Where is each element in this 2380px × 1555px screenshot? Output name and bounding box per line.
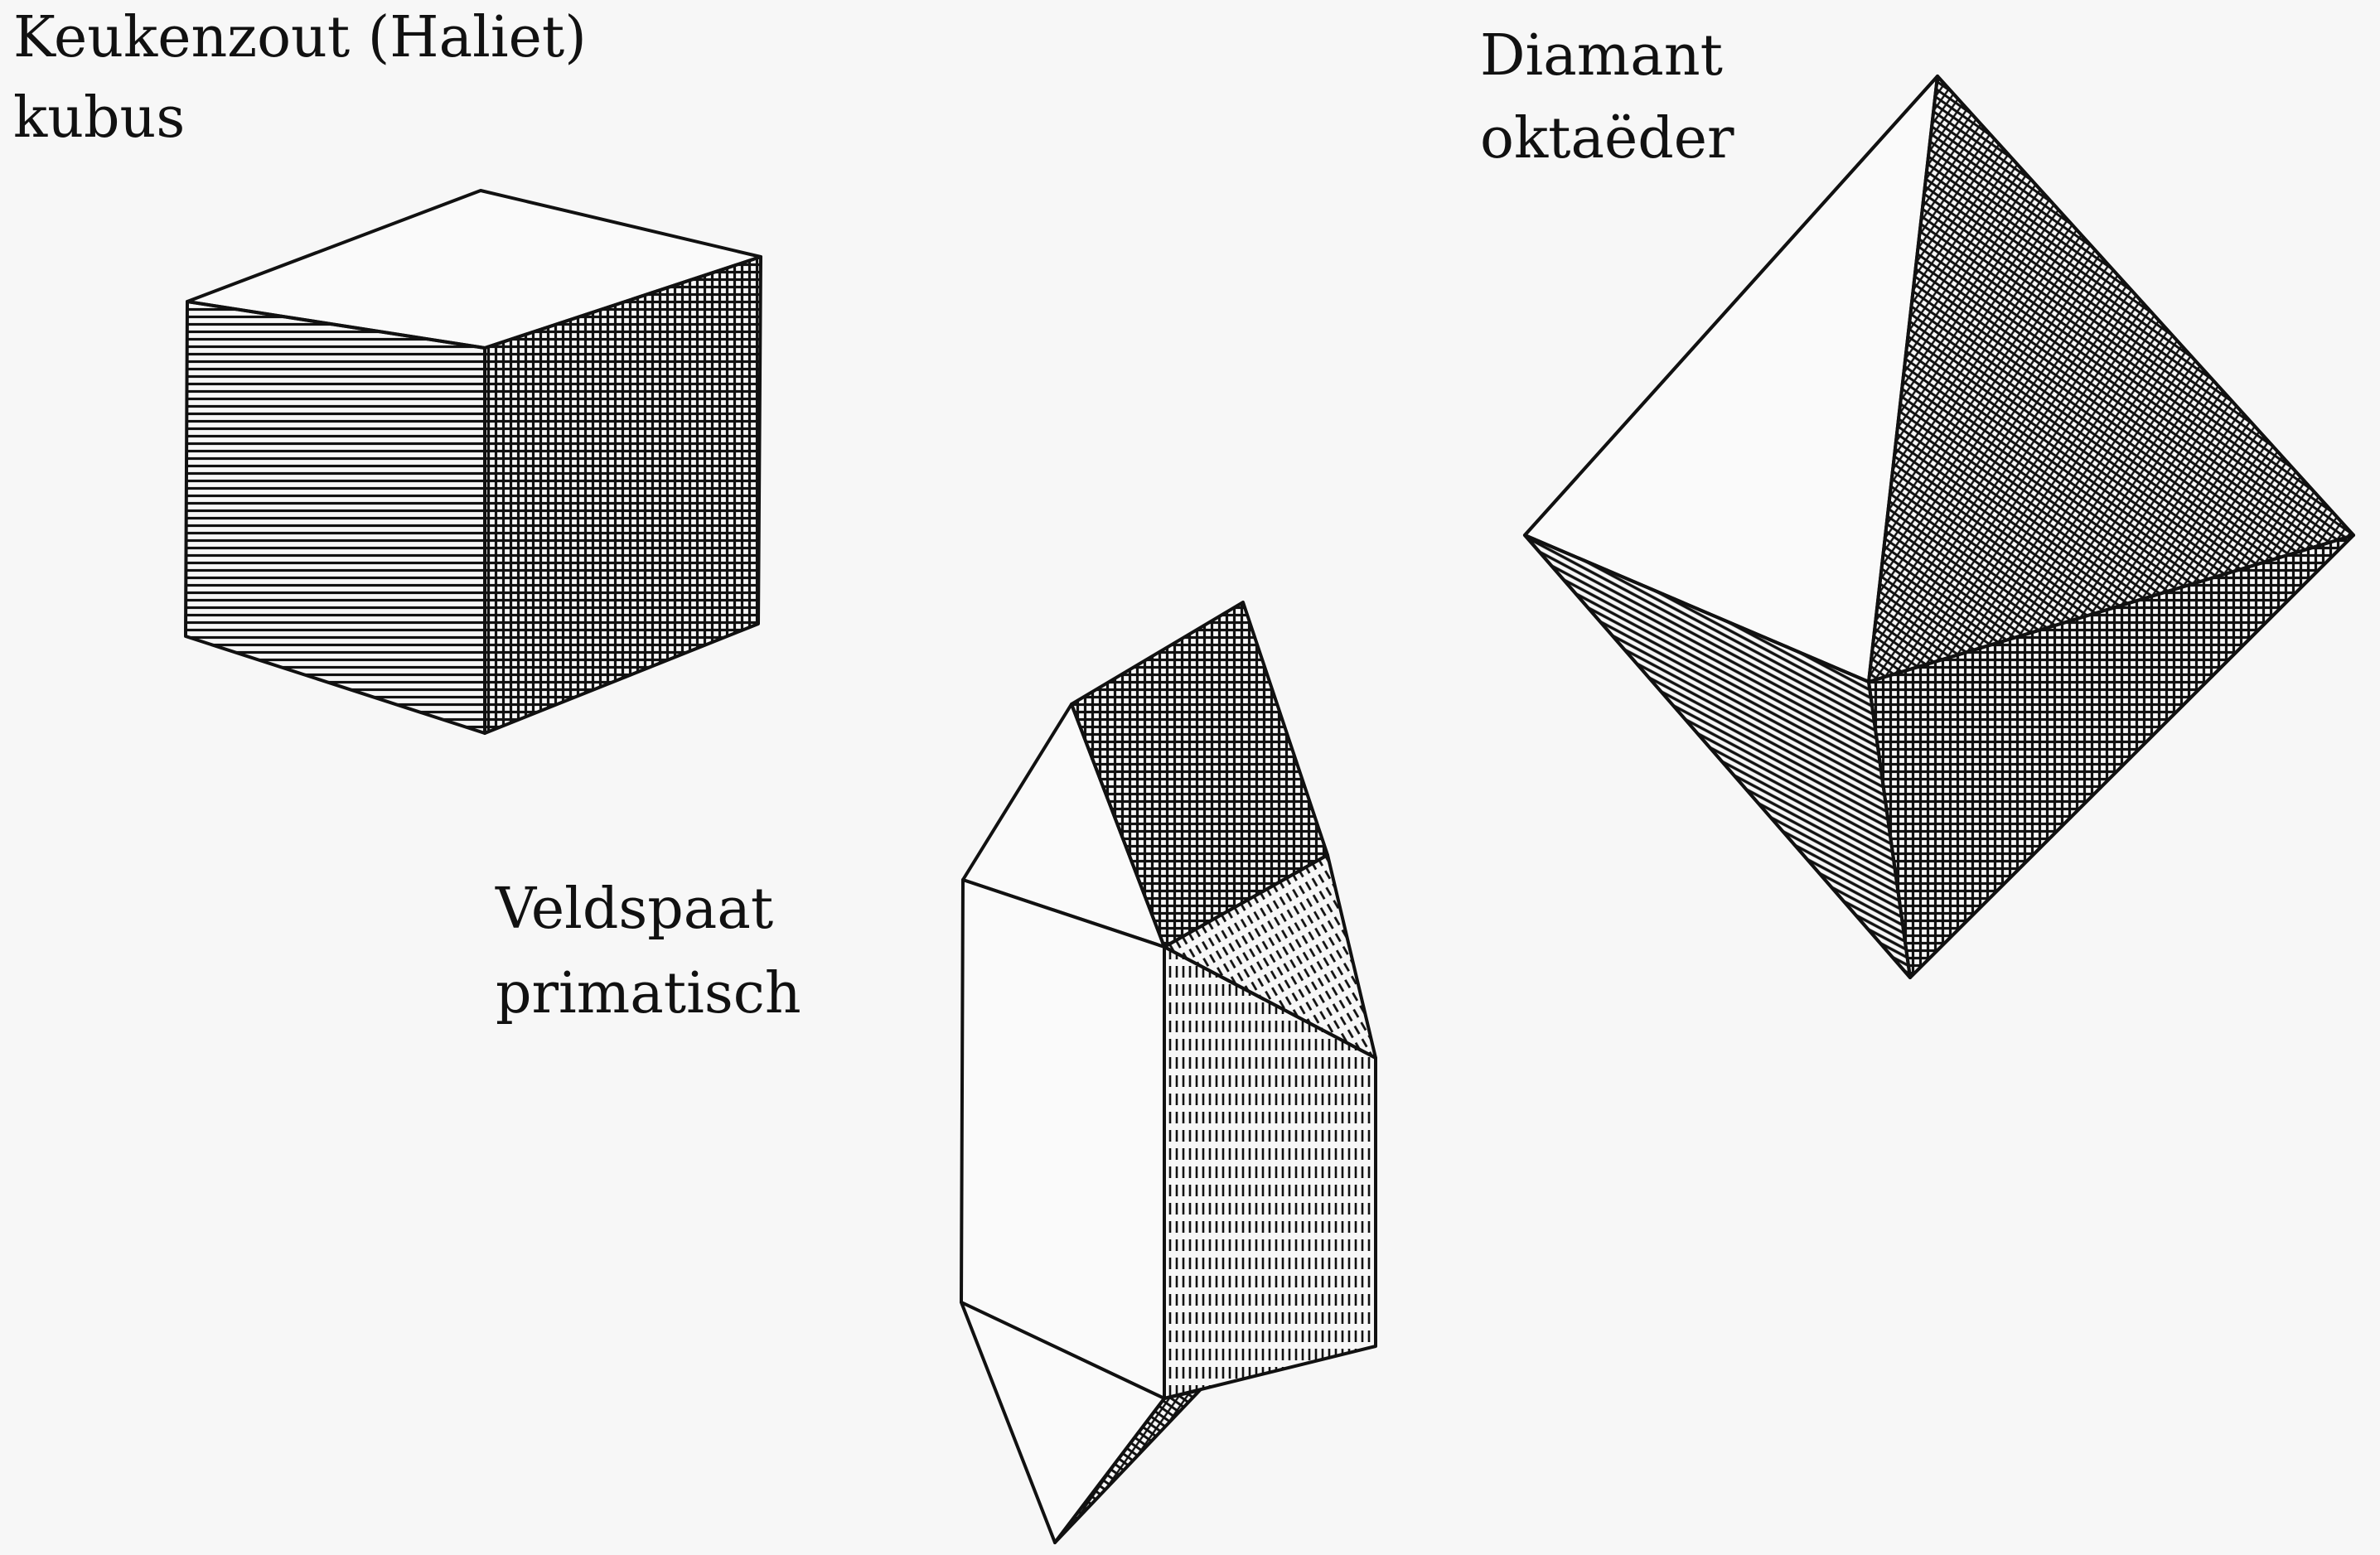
octahedron-outline [1523,75,2355,979]
diamond-label: Diamant oktaëder [1480,23,1734,171]
feldspar-name-label: Veldspaat [495,876,773,942]
prism-lower-right-face [1053,1388,1202,1544]
halite-shape-label: kubus [13,85,185,151]
prism-front-right-face [1163,945,1377,1400]
cube-left-face [184,300,486,735]
feldspar-prism-figure [960,601,1377,1544]
cube-right-face [483,255,762,735]
halite-name-label: Keukenzout (Haliet) [13,5,587,70]
diamond-octahedron-figure [1523,75,2355,979]
feldspar-label: Veldspaat primatisch [495,876,801,1026]
diamond-name-label: Diamant [1480,23,1723,89]
feldspar-shape-label: primatisch [496,961,801,1026]
halite-cube-figure [184,189,762,735]
halite-label: Keukenzout (Haliet) kubus [13,5,587,151]
diamond-shape-label: oktaëder [1480,106,1734,171]
